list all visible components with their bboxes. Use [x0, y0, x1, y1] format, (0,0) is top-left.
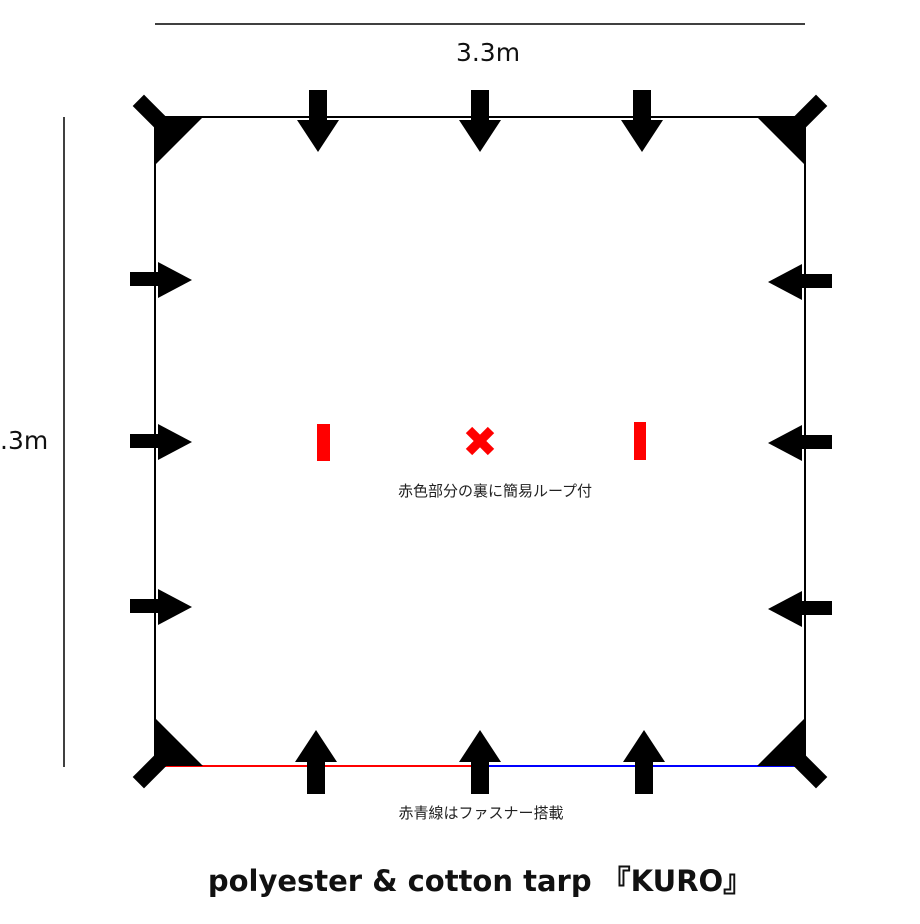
bottom-loop-3-arrow-icon [623, 730, 665, 794]
corner-bottom-left-icon [132, 718, 203, 789]
top-loop-3-arrow-icon [621, 90, 663, 152]
top-loop-1-arrow-icon [297, 90, 339, 152]
left-loop-2-arrow-icon [130, 424, 192, 460]
center-loop-cross-icon [465, 426, 495, 456]
corner-top-left-icon [132, 94, 203, 165]
top-loop-2-arrow-icon [459, 90, 501, 152]
loop-marker-right-bar-icon [634, 422, 646, 460]
right-loop-2-arrow-icon [768, 425, 832, 461]
right-loop-1-arrow-icon [768, 264, 832, 300]
left-loop-1-arrow-icon [130, 262, 192, 298]
loop-note-text: 赤色部分の裏に簡易ループ付 [397, 482, 593, 500]
corner-top-right-icon [757, 94, 828, 165]
width-dimension-label: 3.3m [455, 38, 521, 67]
left-loop-3-arrow-icon [130, 589, 192, 625]
bottom-loop-1-arrow-icon [295, 730, 337, 794]
height-dimension-label: .3m [0, 426, 49, 455]
corner-bottom-right-icon [757, 718, 828, 789]
product-title: polyester & cotton tarp 『KURO』 [207, 864, 753, 898]
zipper-note-text: 赤青線はファスナー搭載 [398, 804, 564, 822]
right-loop-3-arrow-icon [768, 591, 832, 627]
bottom-loop-2-arrow-icon [459, 730, 501, 794]
loop-marker-left-bar-icon [317, 424, 330, 461]
